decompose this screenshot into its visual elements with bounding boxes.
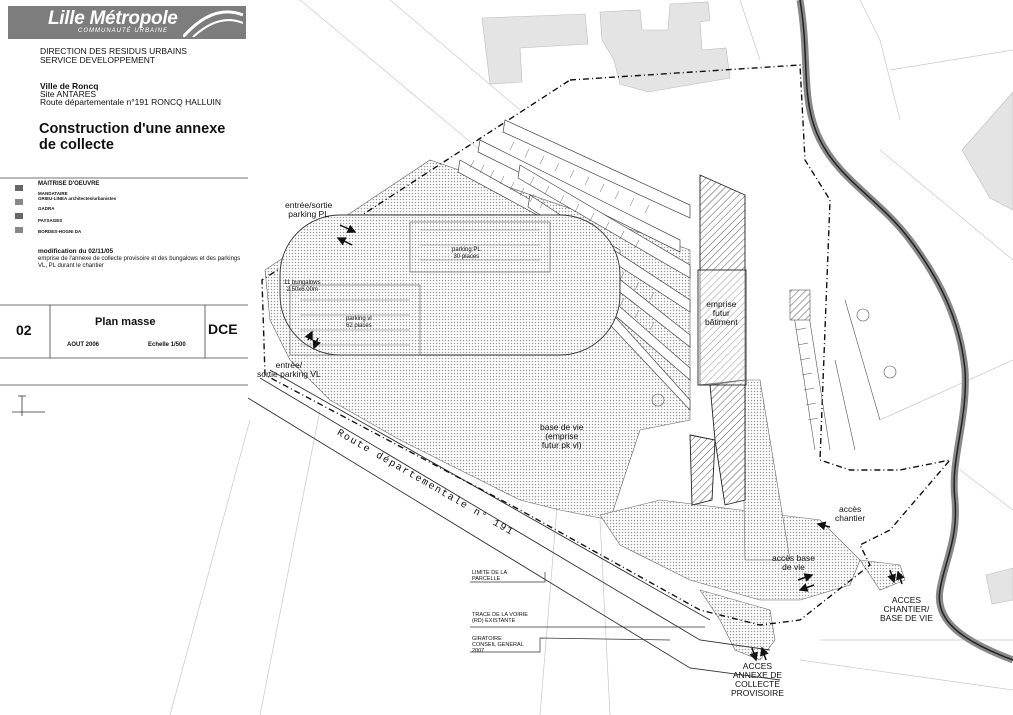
modification-title: modification du 02/11/05 xyxy=(38,248,114,255)
label-parking-pl: parking PL 30 places xyxy=(452,247,481,260)
label-parking-vl: parking vl 62 places xyxy=(346,316,372,329)
background-roads xyxy=(169,0,1013,715)
logo-subtitle: COMMUNAUTÉ URBAINE xyxy=(78,28,169,34)
contributor-2: GRIEU-LINEA architectes/urbanistes xyxy=(38,196,117,201)
contributor-4: PAYSAGES xyxy=(38,218,63,223)
label-acces-annexe: ACCES ANNEXE DE COLLECTE PROVISOIRE xyxy=(731,661,784,698)
contributor-5: BORDES-HOGNI DA xyxy=(38,229,82,234)
label-acces-chantier-base: ACCES CHANTIER/ BASE DE VIE xyxy=(880,595,933,623)
legend-giratoire: GIRATOIRE CONSEIL GENERAL 2007 xyxy=(472,636,524,654)
site-name: Site ANTARES xyxy=(40,89,97,99)
modification-line-2: VL, PL durant le chantier xyxy=(38,263,104,269)
partner-logos xyxy=(15,183,25,243)
label-acces-chantier: accès chantier xyxy=(835,504,866,523)
site-address: Route départementale n°191 RONCQ HALLUIN xyxy=(40,97,222,107)
label-base-de-vie: base de vie (emprise futur pk vl) xyxy=(540,422,584,450)
neighbour-buildings xyxy=(481,1,1013,605)
sheet-date: AOUT 2006 xyxy=(67,342,100,348)
parcel-boundary xyxy=(261,64,952,626)
modification-line-1: emprise de l'annexe de collecte provisoi… xyxy=(38,256,241,262)
sheet-scale: Echelle 1/500 xyxy=(148,342,186,348)
east-parking xyxy=(651,289,897,451)
logo-arc-icon xyxy=(183,10,243,37)
project-title-line-2: de collecte xyxy=(39,137,114,153)
legend-trace-voirie: TRACE DE LA VOIRIE (RD) EXISTANTE xyxy=(472,612,528,624)
route-departementale xyxy=(247,369,781,681)
north-arrow xyxy=(12,395,45,416)
label-bungalows: 11 bungalows 2.50x6.00m xyxy=(284,280,321,293)
access-arrows xyxy=(304,224,905,662)
contributor-3: GADRA xyxy=(38,206,55,211)
lille-metropole-logo: Lille Métropole COMMUNAUTÉ URBAINE xyxy=(8,6,246,39)
label-acces-base-de-vie: accès base de vie xyxy=(772,553,815,572)
title-block-frame xyxy=(0,177,248,386)
legend-leaders xyxy=(470,572,705,653)
label-emprise-batiment: emprise futur bâtiment xyxy=(705,299,738,327)
maitrise-oeuvre: MAITRISE D'OEUVRE xyxy=(38,181,100,187)
site-city: Ville de Roncq xyxy=(40,81,99,91)
contributor-1: MANDATAIRE xyxy=(38,191,68,196)
logo-name: Lille Métropole xyxy=(48,8,178,29)
legend-limite-parcelle: LIMITE DE LA PARCELLE xyxy=(472,570,508,582)
sheet-number: 02 xyxy=(16,322,32,338)
department-line-2: SERVICE DEVELOPPEMENT xyxy=(40,55,156,65)
department-line-1: DIRECTION DES RESIDUS URBAINS xyxy=(40,46,187,56)
future-building xyxy=(689,174,747,506)
temporary-parking-block xyxy=(279,214,621,356)
phase: DCE xyxy=(208,321,238,337)
sheet-title: Plan masse xyxy=(95,316,156,328)
label-entree-parking-pl: entrée/sortie parking PL xyxy=(285,200,333,219)
project-title-line-1: Construction d'une annexe xyxy=(39,121,226,137)
label-entree-parking-vl: entrée/ sortie parking VL xyxy=(257,360,321,379)
